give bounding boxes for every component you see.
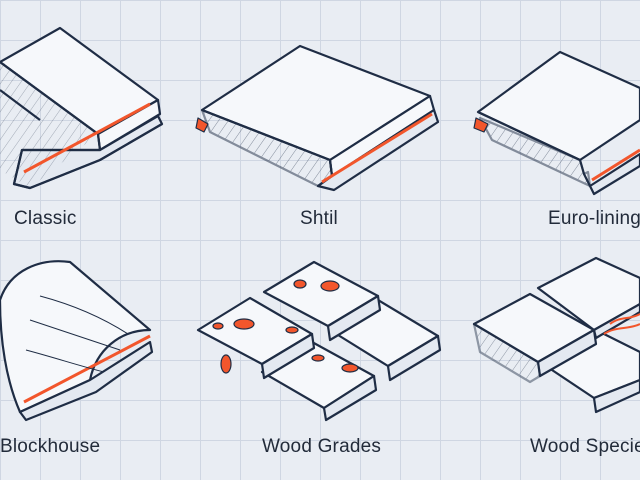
tile-label-shtil: Shtil <box>300 208 338 229</box>
blockhouse-board-illustration <box>0 260 154 422</box>
classic-board-illustration <box>0 26 164 190</box>
euro-lining-board-illustration <box>473 50 640 196</box>
tile-label-classic: Classic <box>14 208 77 229</box>
tile-label-euro-lining: Euro-lining <box>548 208 640 229</box>
tile-label-wood-grades: Wood Grades <box>262 436 382 457</box>
shtil-board-illustration <box>195 44 440 192</box>
tile-label-blockhouse: Blockhouse <box>0 436 101 457</box>
wood-grades-boards-illustration <box>196 260 442 422</box>
tile-label-wood-species: Wood Species <box>530 436 640 457</box>
wood-species-boards-illustration <box>472 256 640 414</box>
